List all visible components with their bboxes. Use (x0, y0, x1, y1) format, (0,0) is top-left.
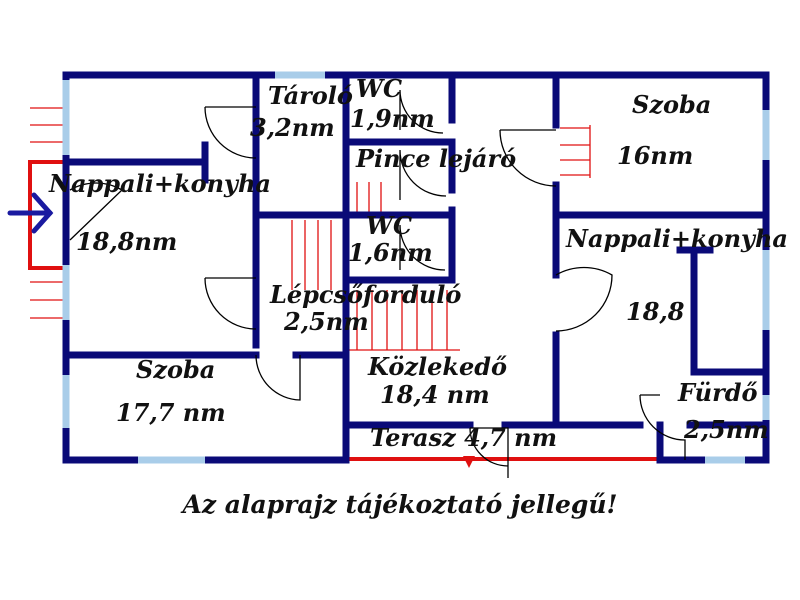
label-lepcso: Lépcsőforduló (269, 280, 461, 309)
label-wc2: WC (366, 211, 412, 240)
walls (62, 71, 770, 464)
windows (62, 71, 770, 464)
disclaimer-caption: Az alaprajz tájékoztató jellegű! (182, 490, 618, 519)
label-nappali-right-area: 18,8 (626, 297, 685, 326)
label-terasz: Terasz 4,7 nm (370, 423, 557, 452)
label-szoba1-area: 16nm (617, 141, 693, 170)
label-szoba2: Szoba (136, 355, 215, 384)
label-wc2-area: 1,6nm (348, 238, 433, 267)
room-labels: Tároló 3,2nm WC 1,9nm Szoba 16nm Pince l… (48, 74, 788, 452)
label-taroló: Tároló (268, 81, 353, 110)
red-markings (30, 107, 591, 351)
label-lepcso-area: 2,5nm (283, 307, 369, 336)
label-kozlekedo-area: 18,4 nm (380, 380, 490, 409)
label-nappali-left: Nappali+konyha (48, 169, 271, 198)
label-szoba2-area: 17,7 nm (116, 398, 226, 427)
label-furdo: Fürdő (677, 378, 758, 407)
label-wc1-area: 1,9nm (350, 104, 435, 133)
label-furdo-area: 2,5nm (683, 415, 769, 444)
label-nappali-right: Nappali+konyha (565, 224, 788, 253)
label-szoba1: Szoba (632, 90, 711, 119)
terrace-arrow-icon (463, 456, 475, 468)
label-pince: Pince lejáró (355, 144, 516, 173)
label-wc1: WC (356, 74, 402, 103)
label-taroló-area: 3,2nm (250, 113, 335, 142)
label-nappali-left-area: 18,8nm (76, 227, 177, 256)
door-swings (69, 89, 686, 478)
entrance-arrow-icon (7, 192, 54, 234)
label-kozlekedo: Közlekedő (367, 352, 507, 381)
